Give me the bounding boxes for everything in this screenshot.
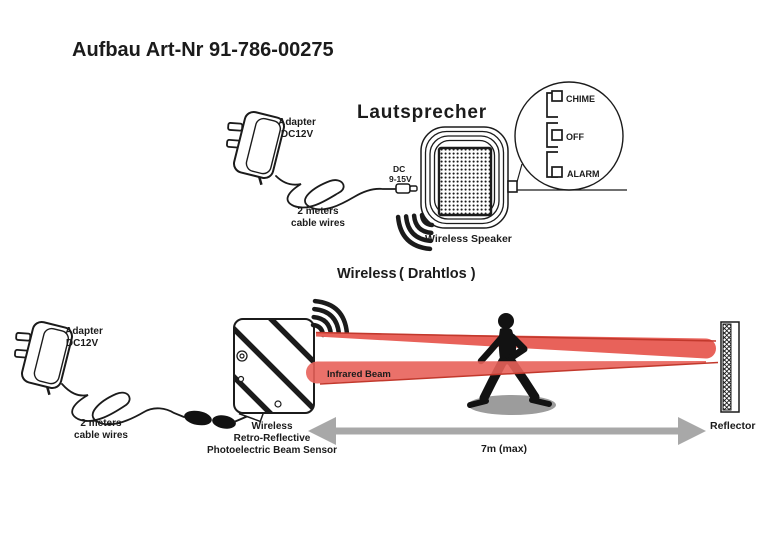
wireless-speaker-label: Wireless Speaker — [425, 233, 512, 245]
cable-label-line1: 2 meters — [297, 206, 339, 217]
infrared-beam-lower — [306, 361, 719, 385]
sensor-label-line2: Retro-Reflective — [234, 433, 311, 444]
switch-knob-chime — [551, 90, 563, 102]
sensor-label-line3: Photoelectric Beam Sensor — [207, 445, 337, 456]
walking-person-icon — [467, 313, 552, 408]
adapter-bottom-label-line1: Adapter — [65, 326, 103, 337]
switch-label-off: OFF — [566, 132, 584, 142]
dc-label-line1: DC — [393, 164, 405, 174]
switch-track-off — [546, 122, 558, 148]
distance-label: 7m (max) — [481, 443, 527, 455]
power-adapter-icon-bottom — [14, 320, 73, 396]
wireless-caption-black: ( Drahtlos ) — [399, 266, 476, 282]
wireless-caption: Wireless ( Drahtlos ) — [337, 266, 476, 282]
infrared-beam-label: Infrared Beam — [327, 369, 391, 380]
cable-bottom-label-line1: 2 meters — [80, 418, 122, 429]
cable-coil-icon — [275, 175, 418, 211]
adapter-label-line1: Adapter — [278, 117, 316, 128]
reflector-icon — [720, 321, 740, 413]
switch-magnifier-icon: CHIME OFF ALARM — [514, 81, 627, 191]
cable-label-line2: cable wires — [291, 218, 345, 229]
beam-sensor-icon — [233, 318, 315, 423]
adapter-label-line2: DC12V — [281, 129, 314, 140]
dc-label-line2: 9-15V — [389, 174, 412, 184]
page-title: Aufbau Art-Nr 91-786-00275 — [72, 39, 334, 61]
speaker-grille — [437, 146, 493, 217]
power-adapter-icon — [226, 110, 285, 186]
speaker-switch-button — [507, 180, 518, 193]
cable-connector-icon — [184, 410, 249, 429]
cable-bottom-label-line2: cable wires — [74, 430, 128, 441]
adapter-bottom-label-line2: DC12V — [66, 338, 99, 349]
switch-label-chime: CHIME — [566, 94, 595, 104]
switch-knob-off — [551, 129, 563, 141]
wireless-speaker-icon — [420, 126, 518, 229]
speaker-heading: Lautsprecher — [357, 102, 487, 123]
switch-knob-alarm — [551, 166, 563, 178]
speaker-signal-waves-icon — [395, 212, 435, 252]
sensor-signal-waves-icon — [310, 298, 350, 338]
reflector-label: Reflector — [710, 420, 756, 432]
cable-coil-icon-bottom — [61, 383, 249, 429]
distance-arrow-icon — [308, 417, 706, 445]
wireless-caption-pink: Wireless — [337, 266, 397, 282]
sensor-label-line1: Wireless — [251, 421, 292, 432]
switch-label-alarm: ALARM — [567, 169, 600, 179]
